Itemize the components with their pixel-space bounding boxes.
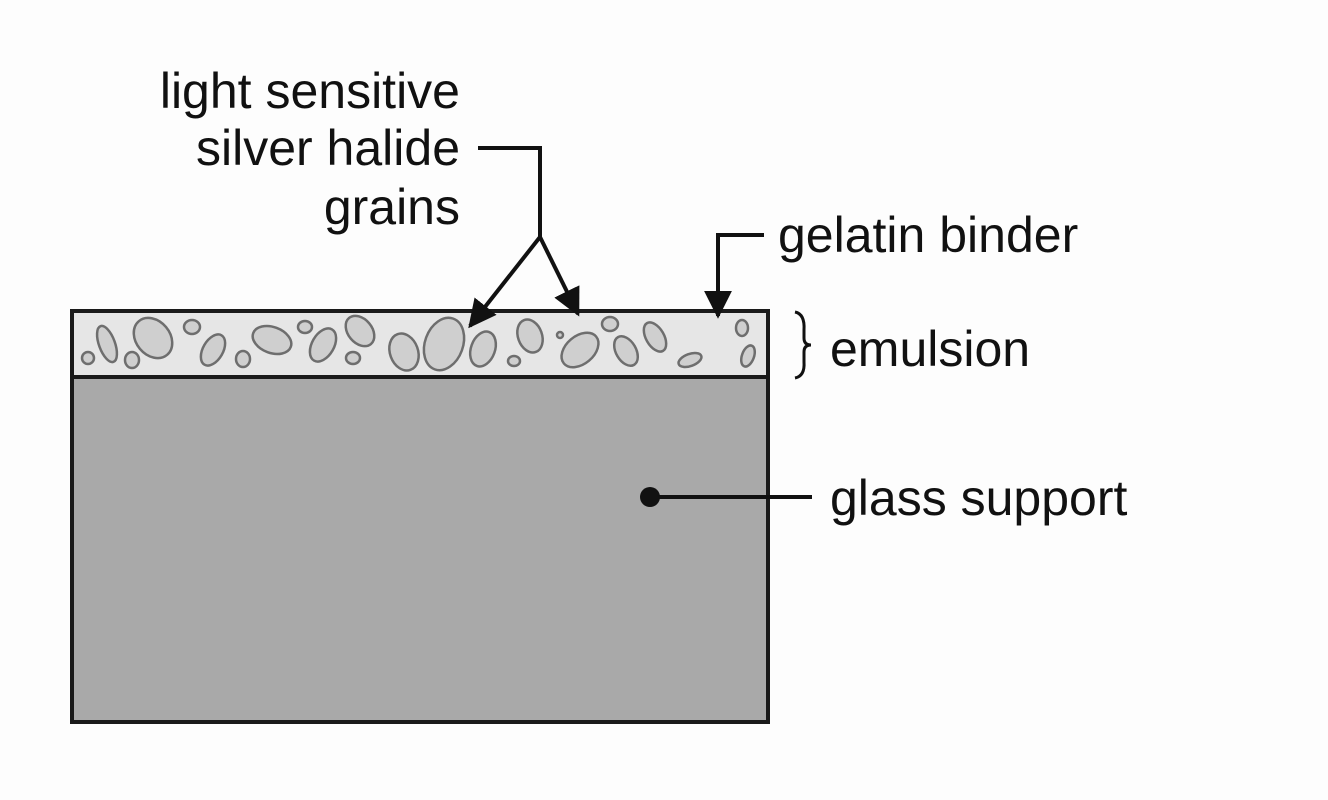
silver-halide-grain: [422, 316, 466, 372]
silver-halide-grain: [344, 350, 362, 366]
silver-halide-grain: [296, 319, 314, 335]
silver-halide-grain: [123, 350, 141, 370]
silver-halide-grain: [612, 335, 640, 367]
silver-halide-grain: [234, 349, 252, 369]
silver-halide-grain: [642, 321, 668, 353]
glass-support-layer: [70, 375, 770, 724]
silver-halide-grain: [677, 351, 703, 369]
grains-label-line-2: silver halide: [196, 120, 460, 176]
grains-arrow-right: [538, 236, 580, 317]
silver-halide-grain: [182, 318, 202, 336]
silver-halide-grain: [80, 350, 96, 366]
silver-halide-grain: [734, 318, 750, 338]
grains-arrow-left: [468, 235, 542, 329]
silver-halide-grain: [95, 324, 119, 364]
silver-halide-grain: [560, 331, 600, 369]
gelatin-leader-line: [704, 233, 764, 319]
silver-halide-grains: [80, 314, 757, 372]
silver-halide-grain: [388, 332, 420, 372]
grains-leader-line: [478, 146, 542, 237]
silver-halide-grain: [308, 327, 338, 363]
silver-halide-grain: [199, 333, 227, 367]
grains-label-line-1: light sensitive: [160, 63, 460, 119]
silver-halide-grain: [516, 318, 544, 354]
gelatin-binder-label: gelatin binder: [778, 207, 1078, 263]
silver-halide-grain: [251, 324, 293, 356]
silver-halide-grain: [132, 316, 174, 360]
silver-halide-grain: [555, 330, 565, 340]
glass-support-label: glass support: [830, 470, 1127, 526]
emulsion-brace: [794, 310, 812, 380]
silver-halide-grain: [344, 314, 376, 348]
silver-halide-grain: [468, 330, 498, 368]
silver-halide-grain: [506, 354, 522, 368]
emulsion-label: emulsion: [830, 321, 1030, 377]
silver-halide-grain: [600, 315, 620, 333]
silver-halide-grain: [739, 344, 757, 368]
grains-label-line-3: grains: [324, 179, 460, 235]
